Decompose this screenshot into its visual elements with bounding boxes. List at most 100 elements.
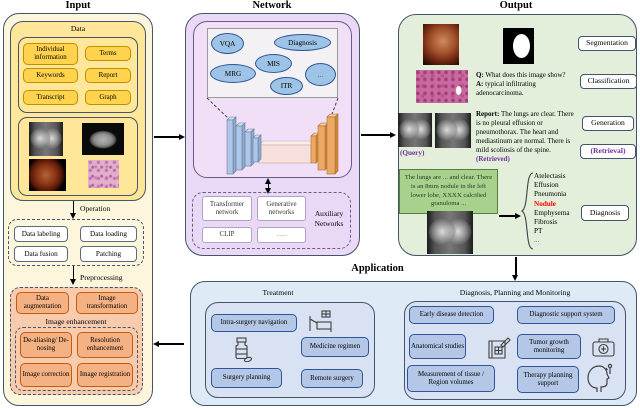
generation-label: Generation [582,116,634,131]
enhancement-item-image-registration: Image registration [77,363,133,387]
diagnosis-item-anatomical-studies: Anatomical studies [409,334,466,359]
data-item-graph: Graph [85,90,131,105]
diagnosis-item: Fibrosis [534,218,558,227]
diagnosis-item: PT [534,227,543,236]
enhancement-item-de-aliasing: De-aliasing/ De-nosing [20,332,72,358]
ct-scan-image [82,123,124,155]
data-item-individual-information: Individual information [23,43,78,65]
diagnosis-item: Emphysema [534,208,570,217]
treatment-item-intra-surgery-navigation: Intra-surgery navigation [211,314,297,332]
arrow-application-to-input [159,343,184,345]
generated-report-box: The lungs are ... and clear. There is an… [399,169,498,214]
image-enhancement-label: Image enhancement [45,317,107,326]
network-section-title: Network [252,0,292,11]
operation-label: Operation [80,204,111,213]
diagnosis-item: Pneumonia [534,190,567,199]
task-itr: ITR [270,77,303,95]
image-enhancement-group [15,327,138,391]
diagnosis-candidate-list: Atelectasis Effusion Pneumonia Nodule Em… [534,172,580,246]
diagnosis-item-early-disease-detection: Early disease detection [409,306,494,324]
arrow-head [390,131,396,138]
data-image-group [18,117,138,196]
arrow-head [515,212,521,219]
data-item-terms: Terms [85,46,131,61]
diagnosis-label: Diagnosis [581,205,629,221]
operation-item-patching: Patching [80,246,137,262]
auxiliary-item-transformer: Transformer network [202,196,252,221]
arrow-input-to-network [154,136,180,138]
task-vqa: VQA [211,33,244,54]
report-label: Report: [476,110,500,118]
operation-item-data-labeling: Data labeling [14,226,68,242]
answer-label: A: [476,80,484,89]
treatment-label: Treatment [262,288,294,297]
enhancement-item-image-correction: Image correction [20,363,72,387]
arrow-head [69,279,76,285]
data-item-report: Report [85,68,131,83]
question-label: Q: [476,71,484,79]
report-text: The lungs are clear. There is no pleural… [476,110,574,155]
arrow-head [264,188,271,194]
diagnosis-item-highlighted: Nodule [534,199,556,208]
enhancement-item-resolution: Resolution enhancement [77,332,133,358]
chest-xray-image [29,122,63,156]
arrow-head [512,275,518,281]
arrow-network-auxiliary [267,181,269,189]
retrieved-tag: (Retrieved) [476,155,510,164]
curly-brace [520,172,534,250]
auxiliary-networks-group [192,192,351,249]
diagnosis-item-tumor-growth-monitoring: Tumor growth monitoring [517,334,581,359]
diagnosis-item-measurement-volumes: Measurement of tissue / Region volumes [407,365,495,392]
arrow-network-to-output [361,134,391,136]
diagnosis-item-more: ... [534,236,540,245]
arrow-data-to-operation [72,201,74,214]
treatment-item-surgery-planning: Surgery planning [211,368,282,388]
task-mis: MIS [255,54,292,73]
head-thermometer-icon [587,363,613,392]
query-tag: (Query) [400,149,425,157]
diagnosis-item: Effusion [534,181,559,190]
diagnosis-planning-label: Diagnosis, Planning and Monitoring [459,288,571,297]
operation-item-data-fusion: Data fusion [14,246,68,262]
auxiliary-item-generative: Generative networks [257,196,306,221]
medicine-bottle-icon [235,337,252,362]
arrow-head [264,178,271,184]
diagnosis-item-therapy-planning-support: Therapy planning support [517,366,579,393]
auxiliary-item-more: ...... [257,227,306,243]
data-text-group [18,37,138,113]
histopathology-image [88,160,119,188]
arrow-head [179,133,185,140]
output-section-title: Output [499,0,533,11]
report-example-text: Report: The lungs are clear. There is no… [476,110,580,165]
data-group-label: Data [70,24,86,33]
task-mrg: MRG [210,64,256,83]
treatment-item-medicine-regimen: Medicine regimen [301,337,369,357]
arrow-operation-to-preprocessing [72,266,74,280]
data-item-transcript: Transcript [23,90,78,105]
arrow-output-to-application [515,257,517,276]
blueprint-icon [488,337,511,359]
segmentation-label: Segmentation [578,36,636,51]
diagnosis-item: Atelectasis [534,172,566,180]
diagnosis-xray-image [427,211,473,254]
query-xray-frontal-image [398,113,432,147]
first-aid-kit-icon [592,338,615,357]
arrow-head [153,340,159,347]
operation-group [8,219,144,266]
question-text: What does this image show? [485,71,566,79]
preprocessing-label: Preprocessing [80,273,123,282]
preprocessing-item-image-transformation: Image transformation [76,292,138,314]
classification-label: Classification [580,74,637,89]
endoscopy-output-image [423,24,459,65]
auxiliary-item-clip: CLIP [202,227,252,243]
application-section-title: Application [351,263,404,274]
histology-output-image [416,70,468,103]
arrow-report-to-diagnosis [499,215,516,217]
auxiliary-networks-label: Auxiliary Networks [314,209,344,228]
task-diagnosis: Diagnosis [274,34,331,51]
endoscopy-image [29,159,66,191]
hospital-bed-icon [309,310,332,332]
arrow-head [69,213,76,219]
operation-item-data-loading: Data loading [80,226,137,242]
